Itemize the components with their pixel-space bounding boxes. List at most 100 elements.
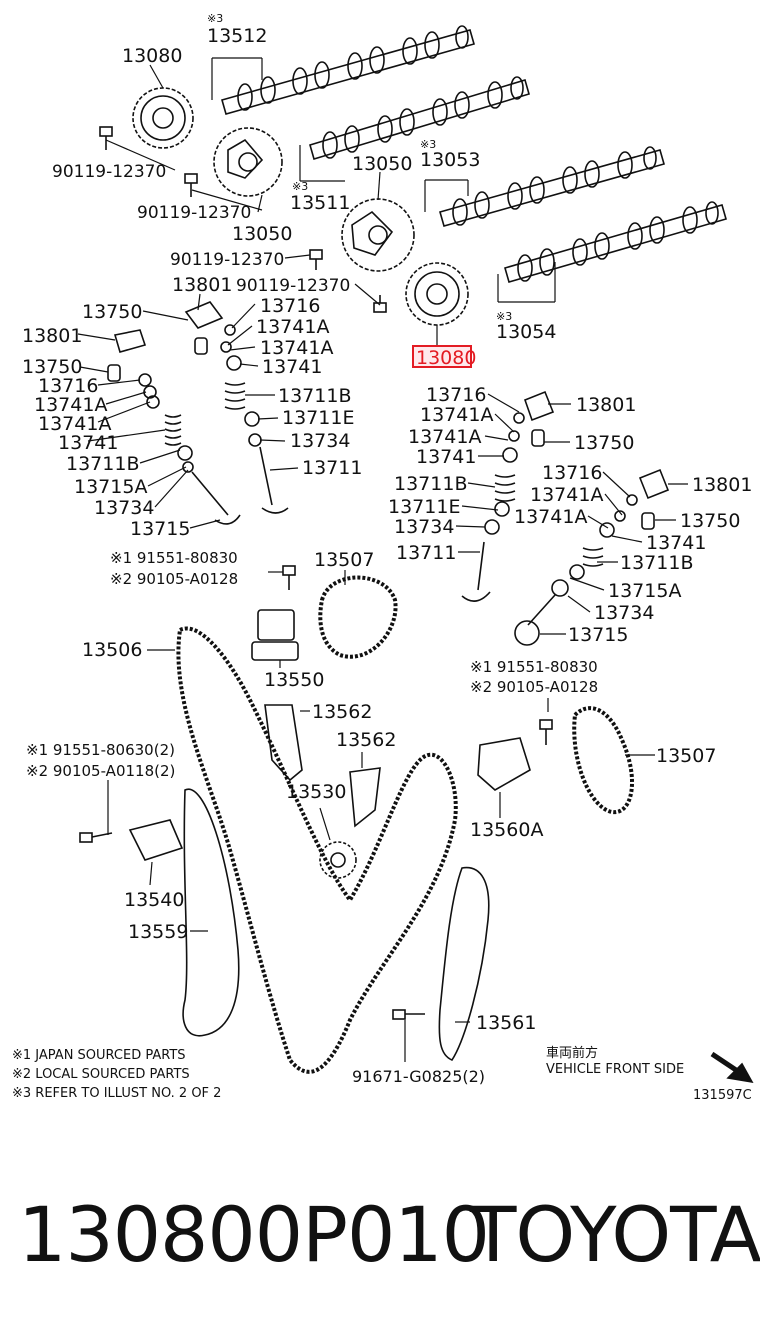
callout-label: 13561 — [476, 1012, 536, 1034]
callout-label: ※2 90105-A0128 — [470, 678, 598, 696]
callout-label: 13507 — [314, 549, 374, 571]
callout-label: 13750 — [680, 510, 740, 532]
callout-label: 13741A — [530, 484, 603, 506]
camshaft-upper-right — [309, 76, 530, 161]
callout-label: 13750 — [574, 432, 634, 454]
callout-note-ref: ※3 — [207, 12, 223, 25]
callout-label: ※2 90105-A0128 — [110, 570, 238, 588]
callout-label: 13741A — [260, 337, 333, 359]
brand-name: TOYOTA — [470, 1190, 760, 1279]
callout-label: 13741 — [262, 356, 322, 378]
callout-label: 13562 — [312, 701, 372, 723]
callout-label: 13715 — [568, 624, 628, 646]
valve-train-right-a — [461, 390, 555, 602]
callout-label: 13734 — [94, 497, 154, 519]
callout-label: 90119-12370 — [137, 203, 251, 223]
callout-label: 13507 — [656, 745, 716, 767]
callout-label: 13741A — [420, 404, 493, 426]
callout-label: 13711B — [620, 552, 693, 574]
callout-label: 13750 — [22, 356, 82, 378]
chain-guide-13559 — [182, 788, 240, 1037]
valve-train-left-a — [107, 329, 241, 525]
cam-sprocket-13050-upper — [213, 127, 283, 197]
bolt-icons — [79, 126, 553, 1020]
callout-label: 13801 — [576, 394, 636, 416]
footnote: ※1 JAPAN SOURCED PARTS — [12, 1048, 186, 1063]
callout-label: ※1 91551-80830 — [110, 549, 238, 567]
callout-label: 13801 — [22, 325, 82, 347]
callout-label: 13715A — [608, 580, 681, 602]
crankshaft-sprocket-13530 — [319, 841, 357, 879]
callout-label: 13550 — [264, 669, 324, 691]
callout-label: ※2 90105-A0118(2) — [26, 762, 175, 780]
vehicle-front-label: VEHICLE FRONT SIDE — [546, 1062, 684, 1077]
chain-guide-13562-lower — [349, 767, 381, 828]
caption-bar: 130800P010 TOYOTA — [0, 1185, 760, 1295]
callout-note-ref: ※3 — [496, 310, 512, 323]
callout-label: 90119-12370 — [236, 276, 350, 296]
callout-label: 13530 — [286, 781, 346, 803]
callout-label: 13711B — [394, 473, 467, 495]
callout-label: 13741 — [416, 446, 476, 468]
chain-13507-upper — [318, 575, 398, 659]
callout-label: 13716 — [426, 384, 486, 406]
callout-note-ref: ※3 — [420, 138, 436, 151]
callout-label: 13734 — [290, 430, 350, 452]
callout-label: 13734 — [594, 602, 654, 624]
callout-label: 13741A — [256, 316, 329, 338]
callout-label: ※1 91551-80830 — [470, 658, 598, 676]
callout-label: 13741A — [408, 426, 481, 448]
callout-label: 13734 — [394, 516, 454, 538]
callout-label: 13801 — [692, 474, 752, 496]
chain-guide-13561 — [438, 866, 490, 1061]
callout-label: 13080 — [122, 45, 182, 67]
tensioner-13560A — [477, 737, 531, 791]
callout-label: 13050 — [232, 223, 292, 245]
callout-label: 90119-12370 — [170, 250, 284, 270]
callout-label: 13716 — [542, 462, 602, 484]
part-number: 130800P010 — [18, 1190, 490, 1279]
callout-label: 13559 — [128, 921, 188, 943]
chain-13507-lower — [572, 706, 635, 815]
exploded-view-illustration: ※3 13512 13080 90119-12370 90119-12370 1… — [12, 12, 754, 1103]
vehicle-front-arrow-icon — [710, 1051, 754, 1084]
chain-13506 — [176, 626, 458, 1074]
callout-label: 13711E — [282, 407, 354, 429]
callout-label: 13511 — [290, 192, 350, 214]
callout-label: 13053 — [420, 149, 480, 171]
camshaft-lower-left — [439, 146, 665, 227]
cam-lobes — [237, 25, 469, 111]
callout-label: 13750 — [82, 301, 142, 323]
callout-label: 13506 — [82, 639, 142, 661]
footnote: ※2 LOCAL SOURCED PARTS — [12, 1067, 190, 1082]
callout-label: 13711B — [66, 453, 139, 475]
callout-label: 13711E — [388, 496, 460, 518]
cam-timing-gear-13080-lower — [405, 262, 469, 326]
chain-guide-13562-upper — [264, 704, 303, 782]
tensioner-13540 — [128, 819, 184, 861]
callout-label: 13562 — [336, 729, 396, 751]
vehicle-front-label-jp: 車両前方 — [546, 1045, 598, 1061]
callout-label: 13716 — [38, 375, 98, 397]
callout-label: 13711 — [302, 457, 362, 479]
callout-label: 13741A — [514, 506, 587, 528]
chain-tensioner-13550 — [251, 609, 299, 661]
callout-note-ref: ※3 — [292, 180, 308, 193]
callout-label: 13054 — [496, 321, 556, 343]
cam-sprocket-13050-lower — [341, 198, 415, 272]
callout-label: 13715 — [130, 518, 190, 540]
valve-train-right-b — [514, 468, 670, 646]
illustration-code: 131597C — [693, 1088, 752, 1103]
callout-label: 13711B — [278, 385, 351, 407]
camshaft-lower-right — [504, 201, 727, 283]
callout-labels: ※3 13512 13080 90119-12370 90119-12370 1… — [12, 12, 752, 1103]
callout-label: 13715A — [74, 476, 147, 498]
cam-timing-gear-13080-upper — [132, 87, 194, 149]
callout-label: 13050 — [352, 153, 412, 175]
callout-label: 13741 — [646, 532, 706, 554]
callout-label: 91671-G0825(2) — [352, 1067, 485, 1086]
camshaft-upper-left — [221, 25, 475, 115]
leader-lines — [77, 57, 688, 1062]
callout-label: 13512 — [207, 25, 267, 47]
